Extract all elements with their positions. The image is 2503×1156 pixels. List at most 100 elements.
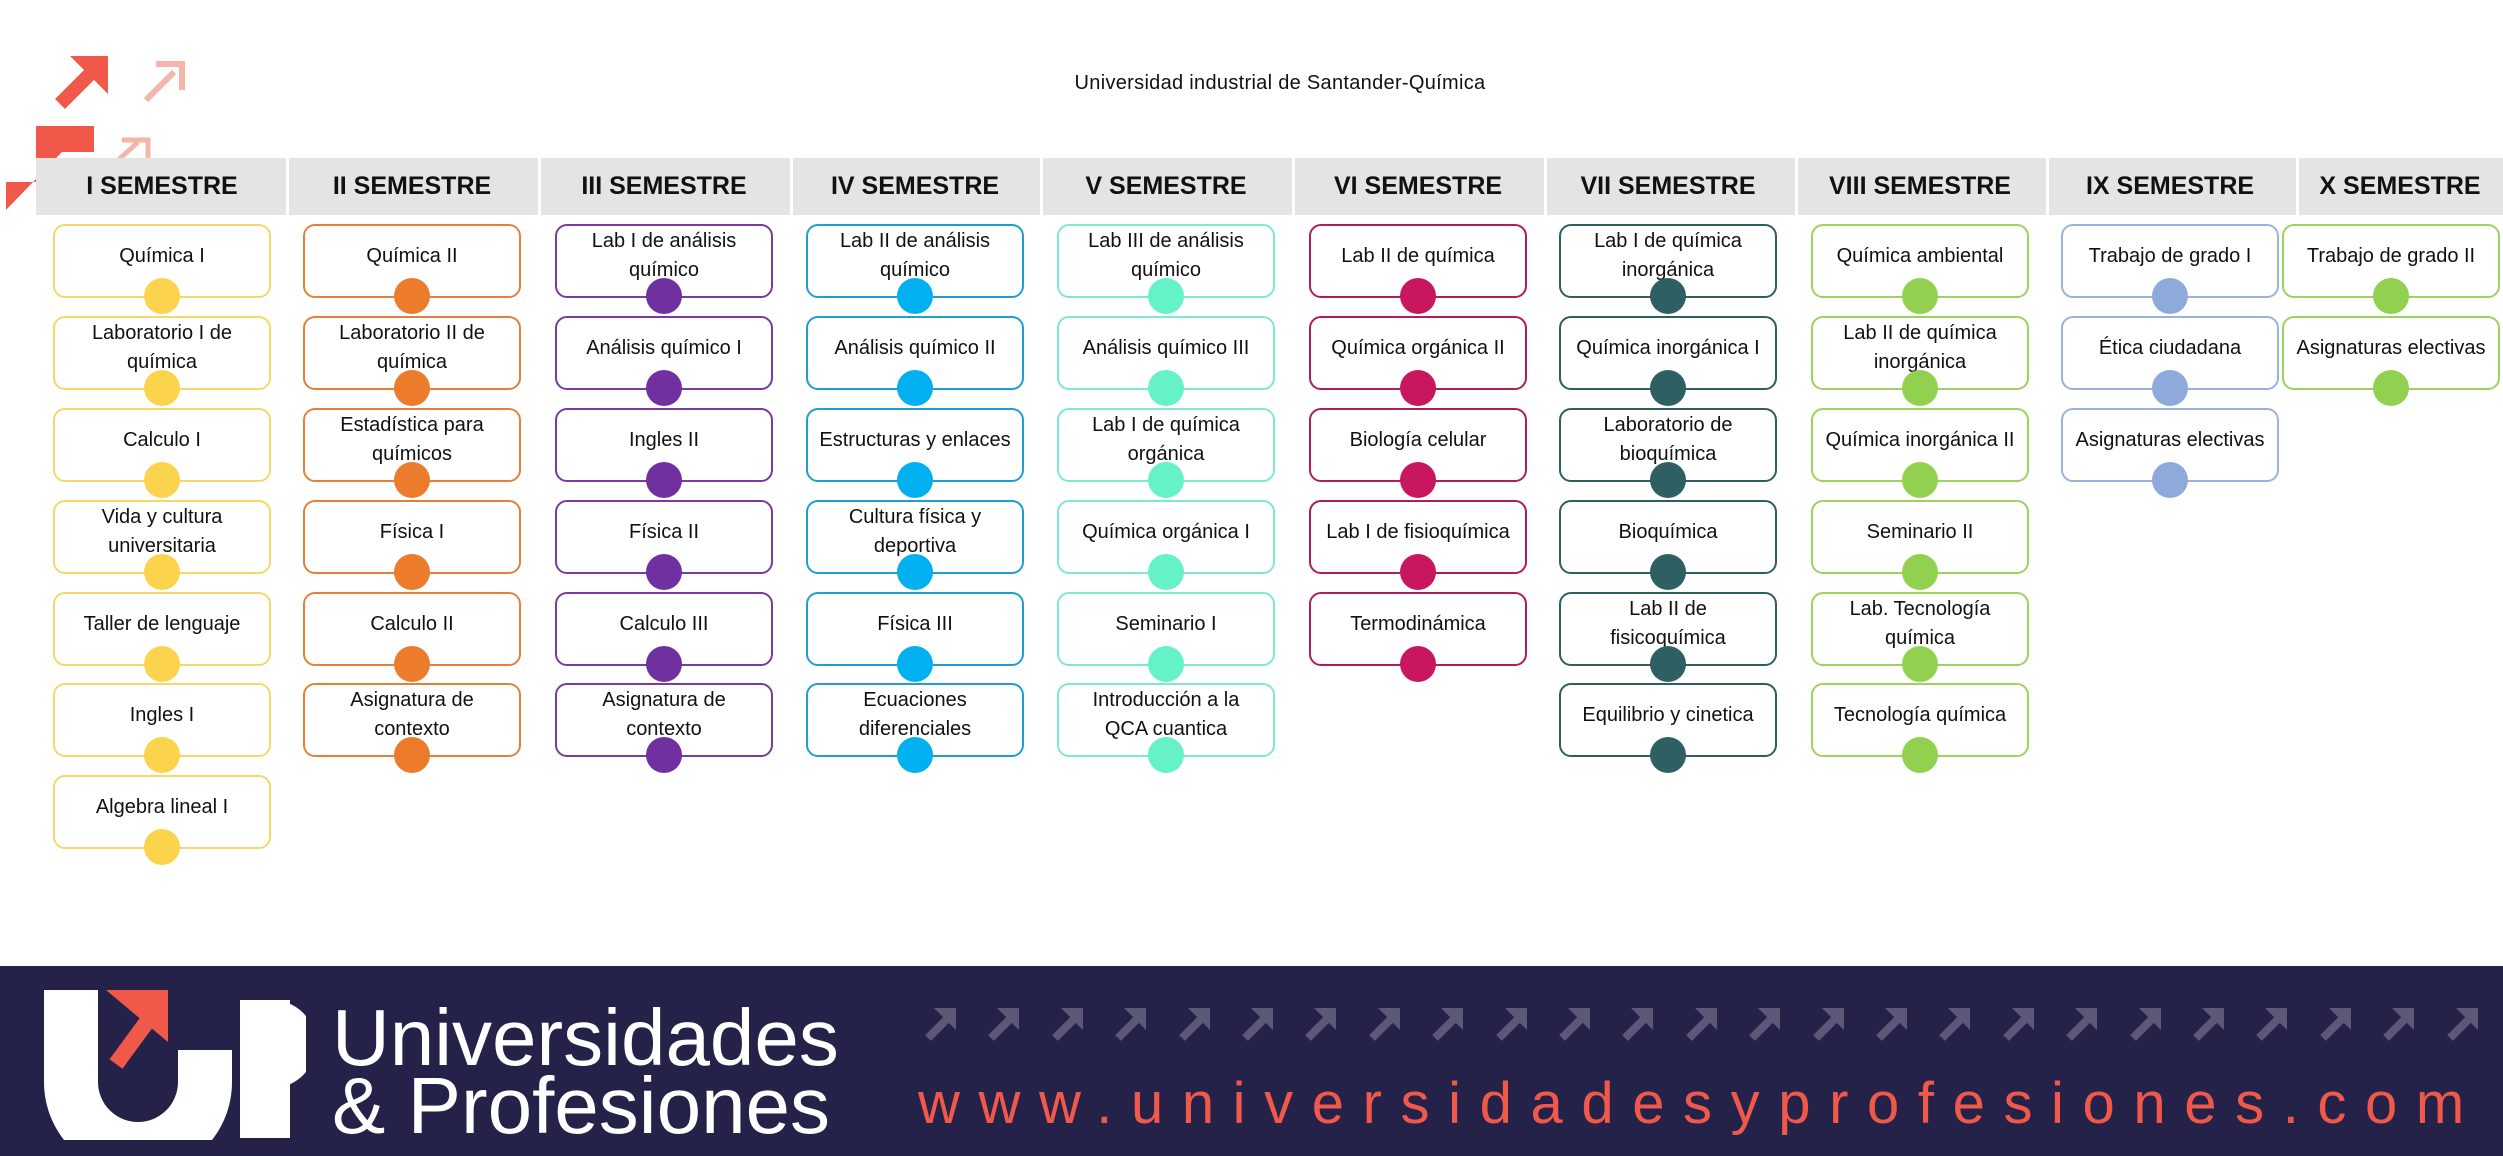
course-name: Asignaturas electivas [2075,428,2265,451]
connector-dot [1902,370,1938,406]
connector-dot [394,462,430,498]
course-name: Química I [119,244,205,267]
footer-banner: Universidades & Profesiones www.universi… [0,966,2503,1156]
course-card[interactable]: Laboratorio II de química [303,316,521,406]
course-card[interactable]: Química ambiental [1811,224,2029,314]
connector-dot [144,554,180,590]
course-card[interactable]: Seminario I [1057,592,1275,682]
course-card[interactable]: Lab III de análisis químico [1057,224,1275,314]
course-name: Trabajo de grado II [2306,244,2476,267]
course-card[interactable]: Análisis químico III [1057,316,1275,406]
connector-dot [897,554,933,590]
connector-dot [646,646,682,682]
course-card[interactable]: Algebra lineal I [53,775,271,865]
header-divider [2046,158,2049,215]
arrow-up-right-icon [1685,1008,1717,1041]
course-card[interactable]: Química orgánica I [1057,500,1275,590]
course-name: Cultura física y deportiva [848,506,982,557]
course-card[interactable]: Estadística para químicos [303,408,521,498]
course-card[interactable]: Taller de lenguaje [53,592,271,682]
course-name: Lab I de análisis químico [591,230,737,281]
course-card[interactable]: Lab. Tecnología química [1811,592,2029,682]
course-card[interactable]: Química inorgánica II [1811,408,2029,498]
course-card[interactable]: Introducción a la QCA cuantica [1057,683,1275,773]
course-name: Física II [628,520,699,543]
course-name: Seminario II [1866,520,1974,543]
course-card[interactable]: Lab I de fisioquímica [1309,500,1527,590]
connector-dot [1650,278,1686,314]
course-name: Equilibrio y cinetica [1582,703,1754,726]
course-card[interactable]: Bioquímica [1559,500,1777,590]
course-card[interactable]: Análisis químico II [806,316,1024,406]
course-card[interactable]: Laboratorio I de química [53,316,271,406]
course-card[interactable]: Laboratorio de bioquímica [1559,408,1777,498]
arrow-up-right-icon [2066,1008,2098,1041]
arrow-up-right-icon [1495,1008,1527,1041]
connector-dot [1650,370,1686,406]
course-card[interactable]: Vida y cultura universitaria [53,500,271,590]
course-card[interactable]: Física III [806,592,1024,682]
course-card[interactable]: Biología celular [1309,408,1527,498]
course-name: Laboratorio de bioquímica [1603,414,1733,465]
course-card[interactable]: Lab II de química inorgánica [1811,316,2029,406]
course-card[interactable]: Química I [53,224,271,314]
course-name: Calculo III [619,612,709,635]
course-card[interactable]: Equilibrio y cinetica [1559,683,1777,773]
course-card[interactable]: Lab I de química inorgánica [1559,224,1777,314]
course-card[interactable]: Ética ciudadana [2061,316,2279,406]
course-card[interactable]: Lab II de química [1309,224,1527,314]
connector-dot [897,737,933,773]
header-divider [790,158,793,215]
course-name: Tecnología química [1833,703,2007,726]
course-card[interactable]: Trabajo de grado I [2061,224,2279,314]
course-card[interactable]: Lab II de fisicoquímica [1559,592,1777,682]
connector-dot [2373,370,2409,406]
course-card[interactable]: Análisis químico I [555,316,773,406]
course-card[interactable]: Ingles I [53,683,271,773]
course-name: Vida y cultura universitaria [101,506,223,557]
course-card[interactable]: Asignatura de contexto [303,683,521,773]
course-card[interactable]: Ingles II [555,408,773,498]
course-card[interactable]: Química II [303,224,521,314]
connector-dot [646,370,682,406]
course-card[interactable]: Tecnología química [1811,683,2029,773]
connector-dot [144,462,180,498]
course-card[interactable]: Física I [303,500,521,590]
course-card[interactable]: Trabajo de grado II [2282,224,2500,314]
course-card[interactable]: Termodinámica [1309,592,1527,682]
connector-dot [144,737,180,773]
course-card[interactable]: Física II [555,500,773,590]
semester-heading: II SEMESTRE [332,172,492,200]
course-card[interactable]: Calculo II [303,592,521,682]
semester-header-band [36,158,2503,215]
course-name: Lab II de fisicoquímica [1610,598,1726,649]
course-name: Laboratorio II de química [339,322,485,373]
course-card[interactable]: Lab I de análisis químico [555,224,773,314]
connector-dot [1400,462,1436,498]
course-card[interactable]: Lab I de química orgánica [1057,408,1275,498]
course-name: Análisis químico II [834,336,996,359]
course-name: Biología celular [1349,428,1487,451]
course-name: Ecuaciones diferenciales [858,689,972,740]
course-name: Lab II de análisis químico [839,230,991,281]
course-name: Lab I de química orgánica [1092,414,1240,465]
course-card[interactable]: Calculo III [555,592,773,682]
course-card[interactable]: Asignatura de contexto [555,683,773,773]
course-card[interactable]: Seminario II [1811,500,2029,590]
arrow-up-right-icon [1876,1008,1907,1041]
course-card[interactable]: Química inorgánica I [1559,316,1777,406]
course-card[interactable]: Asignaturas electivas [2282,316,2500,406]
course-card[interactable]: Asignaturas electivas [2061,408,2279,498]
course-card[interactable]: Lab II de análisis químico [806,224,1024,314]
brand-name-line2: & Profesiones [332,1061,831,1150]
course-card[interactable]: Cultura física y deportiva [806,500,1024,590]
course-name: Química ambiental [1836,244,2004,267]
arrow-up-right-icon [1115,1008,1147,1041]
course-card[interactable]: Estructuras y enlaces [806,408,1024,498]
arrow-up-right-icon [55,56,108,109]
course-name: Bioquímica [1618,520,1718,543]
website-url[interactable]: www.universidadesyprofesiones.com [918,1071,2483,1136]
course-card[interactable]: Química orgánica II [1309,316,1527,406]
course-card[interactable]: Ecuaciones diferenciales [806,683,1024,773]
course-card[interactable]: Calculo I [53,408,271,498]
